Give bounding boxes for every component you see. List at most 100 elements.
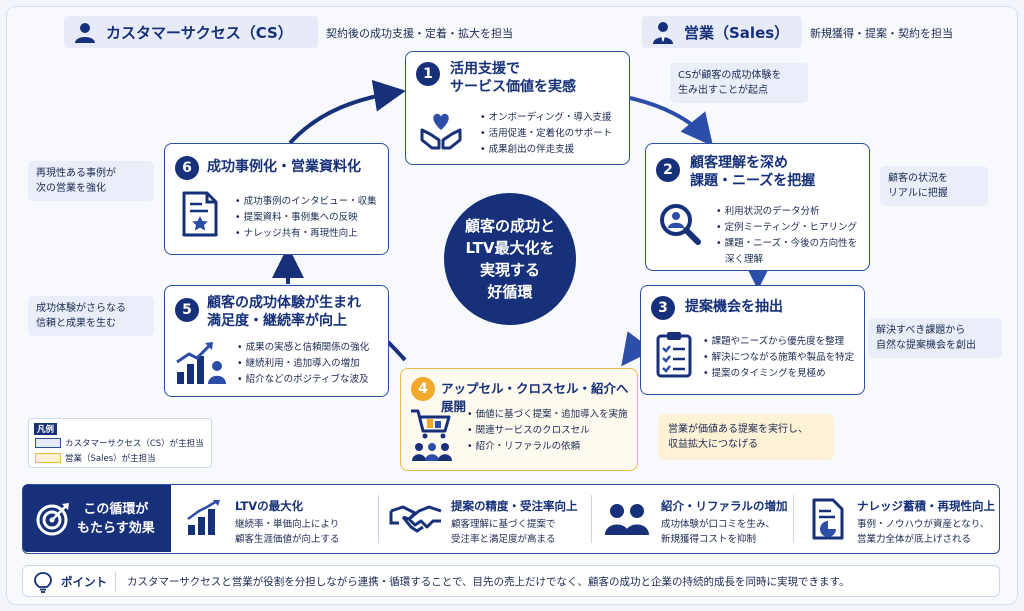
rising-bars-icon bbox=[187, 499, 220, 535]
note-step-1: CSが顧客の成功体験を 生み出すことが起点 bbox=[670, 63, 808, 103]
step-3-title-line-1: 提案機会を抽出 bbox=[685, 299, 783, 315]
effect-item-knowledge: ナレッジ蓄積・再現性向上 事例・ノウハウが資産となり、 営業力全体が底上げされる bbox=[799, 485, 999, 552]
step-2-item-continued: 深く理解 bbox=[725, 254, 764, 265]
step-2-item: 課題・ニーズ・今後の方向性を bbox=[716, 236, 858, 252]
step-3-number: 3 bbox=[651, 296, 675, 320]
step-6-card: 6 成功事例化・営業資料化 成功事例のインタビュー・収集 提案資料・事例集への反… bbox=[164, 143, 389, 255]
effect-desc: 事例・ノウハウが資産となり、 営業力全体が底上げされる bbox=[857, 517, 989, 547]
legend-title: 凡例 bbox=[34, 423, 58, 435]
handshake-icon bbox=[389, 505, 442, 533]
report-document-icon bbox=[812, 498, 844, 540]
cs-subtitle: 契約後の成功支援・定着・拡大を担当 bbox=[326, 27, 513, 40]
note-line: 次の営業を強化 bbox=[36, 183, 106, 194]
effect-desc: 顧客理解に基づく提案で 受注率と満足度が高まる bbox=[451, 517, 556, 547]
effects-header: この循環が もたらす効果 bbox=[23, 485, 171, 552]
effect-desc: 継続率・単価向上により 顧客生涯価値が向上する bbox=[235, 517, 340, 547]
cs-title: カスタマーサクセス（CS） bbox=[106, 24, 293, 42]
step-2-title-line-1: 顧客理解を深め bbox=[690, 155, 788, 171]
note-line: 解決すべき課題から bbox=[876, 325, 966, 336]
point-label: ポイント bbox=[61, 575, 107, 589]
step-6-title-line-1: 成功事例化・営業資料化 bbox=[207, 159, 361, 175]
effect-item-referral: 紹介・リファラルの増加 成功体験が口コミを生み、 新規獲得コストを抑制 bbox=[599, 485, 799, 552]
effects-divider bbox=[793, 495, 794, 543]
effects-panel: この循環が もたらす効果 LTVの最大化 継続率・単価向上により 顧客生涯価値が… bbox=[22, 484, 1000, 554]
step-5-title-line-1: 顧客の成功体験が生まれ bbox=[207, 295, 361, 311]
note-step-4: 営業が価値ある提案を実行し、 収益拡大につなげる bbox=[658, 414, 834, 460]
center-line-4: 好循環 bbox=[487, 283, 533, 301]
effects-divider bbox=[591, 495, 592, 543]
point-divider bbox=[115, 572, 116, 592]
sales-title: 営業（Sales） bbox=[684, 24, 790, 42]
clipboard-checklist-icon bbox=[656, 332, 692, 378]
center-line-3: 実現する bbox=[479, 261, 540, 279]
step-6-number: 6 bbox=[175, 156, 199, 180]
note-line: 営業が価値ある提案を実行し、 bbox=[668, 424, 808, 435]
note-step-5: 成功体験がさらなる 信頼と成果を生む bbox=[28, 296, 154, 336]
step-2-item: 定例ミーティング・ヒアリング bbox=[716, 220, 857, 236]
step-3-items: 課題やニーズから優先度を整理 解決につながる施策や製品を特定 提案のタイミングを… bbox=[703, 334, 855, 382]
note-step-2: 顧客の状況を リアルに把握 bbox=[880, 166, 988, 206]
step-3-item: 提案のタイミングを見極め bbox=[703, 366, 854, 382]
step-2-number: 2 bbox=[656, 158, 680, 182]
effects-header-text: この循環が もたらす効果 bbox=[77, 500, 155, 538]
person-icon bbox=[75, 23, 95, 43]
step-5-item: 紹介などのポジティブな波及 bbox=[237, 372, 369, 388]
growth-chart-person-icon bbox=[176, 342, 226, 384]
step-1-title-line-1: 活用支援で bbox=[450, 61, 520, 77]
step-1-item: 活用促進・定着化のサポート bbox=[480, 126, 613, 142]
note-step-3: 解決すべき課題から 自然な提案機会を創出 bbox=[868, 318, 1002, 358]
effect-desc-line: 継続率・単価向上により bbox=[235, 519, 340, 530]
step-5-item: 成果の実感と信頼関係の強化 bbox=[237, 340, 370, 356]
step-4-card: 4 アップセル・クロスセル・紹介へ展開 価値に基づく提案・追加導入を実施 関連サ… bbox=[400, 368, 638, 471]
sales-header: 営業（Sales） bbox=[642, 16, 802, 48]
step-4-item: 紹介・リファラルの依頼 bbox=[467, 439, 628, 455]
step-2-item: 利用状況のデータ分析 bbox=[716, 204, 857, 220]
step-5-title: 顧客の成功体験が生まれ 満足度・継続率が向上 bbox=[207, 294, 361, 330]
step-5-number: 5 bbox=[175, 298, 199, 322]
step-1-item: 成果創出の伴走支援 bbox=[480, 142, 612, 158]
note-line: 生み出すことが起点 bbox=[678, 85, 768, 96]
effect-item-ltv: LTVの最大化 継続率・単価向上により 顧客生涯価値が向上する bbox=[183, 485, 383, 552]
step-5-card: 5 顧客の成功体験が生まれ 満足度・継続率が向上 成果の実感と信頼関係の強化 継… bbox=[164, 285, 389, 397]
effect-desc-line: 受注率と満足度が高まる bbox=[451, 534, 556, 545]
step-1-number: 1 bbox=[416, 62, 440, 86]
effect-item-accuracy: 提案の精度・受注率向上 顧客理解に基づく提案で 受注率と満足度が高まる bbox=[385, 485, 595, 552]
point-banner: ポイント カスタマーサクセスと営業が役割を分担しながら連携・循環することで、目先… bbox=[22, 565, 1000, 597]
step-5-item: 継続利用・追加導入の増加 bbox=[237, 356, 369, 372]
step-1-items: オンボーディング・導入支援 活用促進・定着化のサポート 成果創出の伴走支援 bbox=[480, 110, 613, 158]
effect-title: 提案の精度・受注率向上 bbox=[451, 499, 578, 513]
sales-subtitle: 新規獲得・提案・契約を担当 bbox=[810, 27, 953, 40]
step-6-title: 成功事例化・営業資料化 bbox=[207, 158, 361, 176]
note-line: 信頼と成果を生む bbox=[36, 318, 116, 329]
effects-divider bbox=[378, 495, 379, 543]
legend-cs-swatch bbox=[35, 438, 61, 448]
effect-desc-line: 顧客生涯価値が向上する bbox=[235, 534, 340, 545]
step-2-title: 顧客理解を深め 課題・ニーズを把握 bbox=[690, 154, 815, 190]
effects-header-line-1: この循環が bbox=[83, 502, 149, 517]
step-2-title-line-2: 課題・ニーズを把握 bbox=[690, 173, 816, 189]
cs-header: カスタマーサクセス（CS） bbox=[64, 16, 318, 48]
step-5-title-line-2: 満足度・継続率が向上 bbox=[207, 313, 347, 329]
document-star-icon bbox=[182, 191, 218, 237]
step-3-title: 提案機会を抽出 bbox=[685, 298, 783, 316]
step-4-item: 価値に基づく提案・追加導入を実施 bbox=[467, 407, 628, 423]
effect-desc: 成功体験が口コミを生み、 新規獲得コストを抑制 bbox=[661, 517, 775, 547]
step-5-items: 成果の実感と信頼関係の強化 継続利用・追加導入の増加 紹介などのポジティブな波及 bbox=[237, 340, 370, 388]
step-4-title-line-1: アップセル・クロスセル・紹介へ展開 bbox=[441, 381, 629, 414]
note-line: リアルに把握 bbox=[888, 188, 948, 199]
step-1-title-line-2: サービス価値を実感 bbox=[450, 79, 576, 95]
note-line: 再現性ある事例が bbox=[36, 168, 116, 179]
step-6-item: ナレッジ共有・再現性向上 bbox=[235, 226, 377, 242]
effect-desc-line: 事例・ノウハウが資産となり、 bbox=[857, 519, 990, 530]
step-1-card: 1 活用支援で サービス価値を実感 オンボーディング・導入支援 活用促進・定着化… bbox=[405, 51, 630, 165]
effect-desc-line: 営業力全体が底上げされる bbox=[857, 534, 972, 545]
target-icon bbox=[36, 503, 69, 536]
legend-cs-label: カスタマーサクセス（CS）が主担当 bbox=[65, 439, 204, 449]
step-1-item: オンボーディング・導入支援 bbox=[480, 110, 612, 126]
step-4-items: 価値に基づく提案・追加導入を実施 関連サービスのクロスセル 紹介・リファラルの依… bbox=[467, 407, 628, 455]
group-icon bbox=[605, 504, 649, 535]
step-4-title: アップセル・クロスセル・紹介へ展開 bbox=[441, 380, 637, 416]
effect-title: LTVの最大化 bbox=[235, 499, 304, 513]
heart-hands-icon bbox=[420, 113, 462, 150]
